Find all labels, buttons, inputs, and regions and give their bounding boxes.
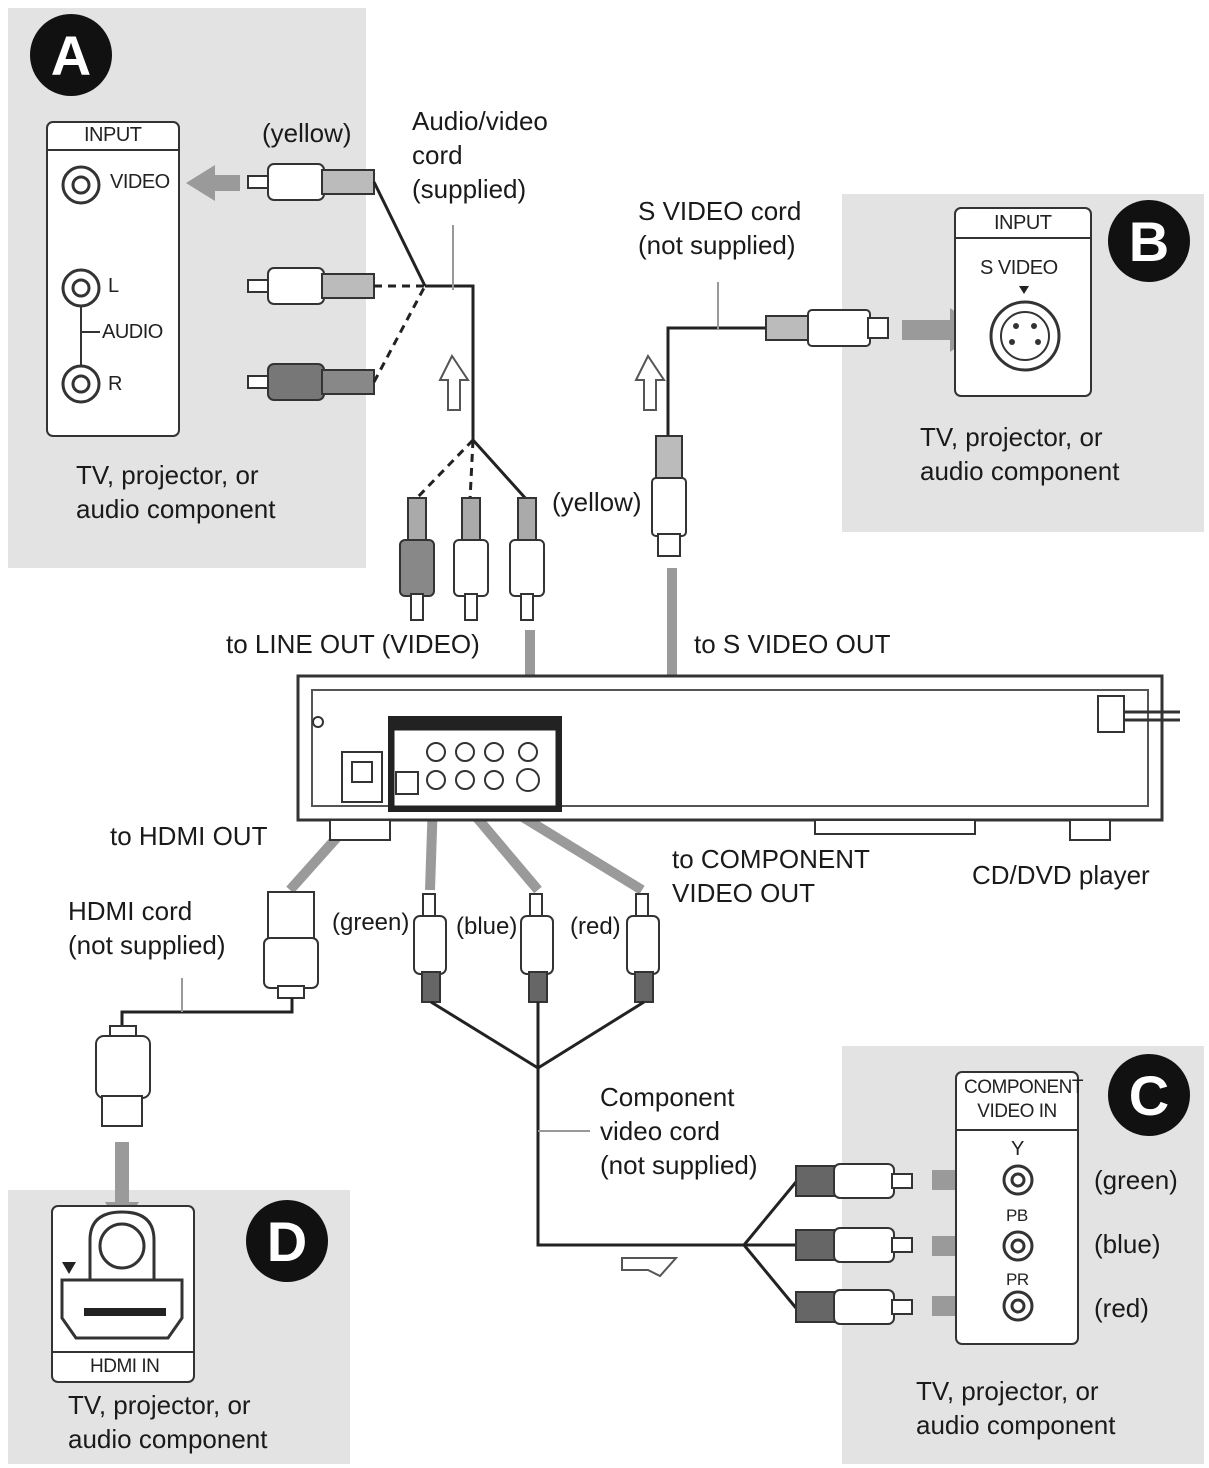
label-component-cord: Component video cord (not supplied) (600, 1080, 758, 1182)
rca-plug-blue-icon (520, 893, 554, 1003)
panel-d-input-title: HDMI IN (90, 1356, 160, 1377)
jack-audio-r (61, 364, 101, 404)
panel-a-l-label: L (108, 275, 119, 297)
label-to-component: to COMPONENT VIDEO OUT (672, 842, 870, 910)
caption-line: TV, projector, or (920, 422, 1103, 452)
panel-a-video-label: VIDEO (110, 171, 170, 193)
jack-pr (1002, 1290, 1034, 1322)
label-yellow-mid: (yellow) (552, 487, 642, 517)
rca-plug-vertical-red-icon (399, 497, 435, 621)
component-cord-line: (not supplied) (600, 1150, 758, 1180)
jack-pb (1002, 1230, 1034, 1262)
label-blue: (blue) (456, 913, 518, 940)
caption-line: TV, projector, or (916, 1376, 1099, 1406)
label-to-line-out: to LINE OUT (VIDEO) (226, 629, 480, 659)
rca-plug-green-icon (413, 893, 447, 1003)
cd-dvd-player-icon (296, 674, 1180, 841)
component-out-line: VIDEO OUT (672, 878, 816, 908)
panel-a-caption: TV, projector, or audio component (76, 458, 275, 526)
hdmi-cord-line: (not supplied) (68, 930, 226, 960)
hdmi-cord-line: HDMI cord (68, 896, 193, 926)
panel-c-color-red: (red) (1094, 1293, 1149, 1323)
badge-c: C (1108, 1054, 1190, 1136)
badge-b: B (1108, 200, 1190, 282)
caption-line: audio component (76, 494, 276, 524)
panel-d-hdmi-box (51, 1205, 195, 1383)
rca-plug-red-component-icon (626, 893, 660, 1003)
s-video-jack-icon (989, 300, 1061, 372)
jack-audio-l (61, 268, 101, 308)
component-cord-line: Component (600, 1082, 735, 1112)
panel-b-input-box (954, 207, 1092, 397)
rca-plug-vertical-yellow-icon (509, 497, 545, 621)
caption-line: audio component (68, 1424, 268, 1454)
up-arrow-icon (438, 354, 470, 411)
panel-c-caption: TV, projector, or audio component (916, 1374, 1115, 1442)
jack-video (61, 165, 101, 205)
panel-c-input-title: COMPONENT VIDEO IN (964, 1076, 1084, 1124)
caption-line: TV, projector, or (76, 460, 259, 490)
component-cord (430, 1000, 798, 1309)
rca-plug-h-red-icon (795, 1289, 913, 1325)
av-cord-wires (372, 181, 529, 502)
label-red: (red) (570, 913, 621, 940)
component-cord-line: video cord (600, 1116, 720, 1146)
caption-line: audio component (916, 1410, 1116, 1440)
label-av-cord: Audio/video cord (supplied) (412, 104, 548, 206)
panel-c-pr-label: PR (1006, 1270, 1029, 1289)
panel-b-s-video-label: S VIDEO (980, 257, 1058, 279)
panel-a-input-box (46, 121, 180, 437)
panel-c-pb-label: PB (1006, 1206, 1028, 1225)
hdmi-cord (120, 998, 294, 1030)
label-yellow-top: (yellow) (262, 118, 352, 148)
label-to-hdmi-out: to HDMI OUT (110, 821, 268, 851)
component-out-line: to COMPONENT (672, 844, 870, 874)
panel-d-caption: TV, projector, or audio component (68, 1388, 267, 1456)
right-arrow-icon (621, 1257, 679, 1278)
label-cd-dvd-player: CD/DVD player (972, 860, 1150, 890)
rca-plug-h-blue-icon (795, 1227, 913, 1263)
panel-a-r-label: R (108, 373, 122, 395)
s-video-cord-line: (not supplied) (638, 230, 796, 260)
arrow-to-video-icon (186, 165, 240, 201)
panel-c-input-box (955, 1071, 1079, 1345)
rca-plug-red-icon (247, 363, 375, 401)
up-arrow-icon (634, 354, 666, 411)
component-title-line: VIDEO IN (977, 1101, 1057, 1122)
hdmi-plug-icon (263, 891, 319, 999)
caption-line: audio component (920, 456, 1120, 486)
s-video-plug-vertical-icon (651, 435, 687, 557)
rca-plug-yellow-icon (247, 163, 375, 201)
panel-c-y-label: Y (1011, 1138, 1024, 1160)
panel-c-color-green: (green) (1094, 1165, 1178, 1195)
label-s-video-cord: S VIDEO cord (not supplied) (638, 194, 801, 262)
rca-plug-vertical-white-icon (453, 497, 489, 621)
panel-a-input-title: INPUT (84, 124, 142, 146)
av-cord-line: (supplied) (412, 174, 527, 204)
panel-b-caption: TV, projector, or audio component (920, 420, 1119, 488)
s-video-cord-line: S VIDEO cord (638, 196, 802, 226)
hdmi-plug-lower-icon (95, 1025, 151, 1127)
label-green: (green) (332, 909, 410, 936)
badge-d: D (246, 1200, 328, 1282)
jack-y (1002, 1164, 1034, 1196)
av-cord-line: Audio/video (412, 106, 548, 136)
panel-b-input-title: INPUT (994, 212, 1052, 234)
caption-line: TV, projector, or (68, 1390, 251, 1420)
label-to-s-video-out: to S VIDEO OUT (694, 629, 891, 659)
av-cord-line: cord (412, 140, 463, 170)
label-hdmi-cord: HDMI cord (not supplied) (68, 894, 226, 962)
component-title-line: COMPONENT (964, 1077, 1084, 1098)
s-video-cord (666, 326, 766, 436)
badge-a: A (30, 14, 112, 96)
panel-c-color-blue: (blue) (1094, 1229, 1161, 1259)
s-video-plug-horizontal-icon (765, 309, 889, 347)
panel-a-audio-label: AUDIO (102, 321, 163, 343)
rca-plug-h-green-icon (795, 1163, 913, 1199)
